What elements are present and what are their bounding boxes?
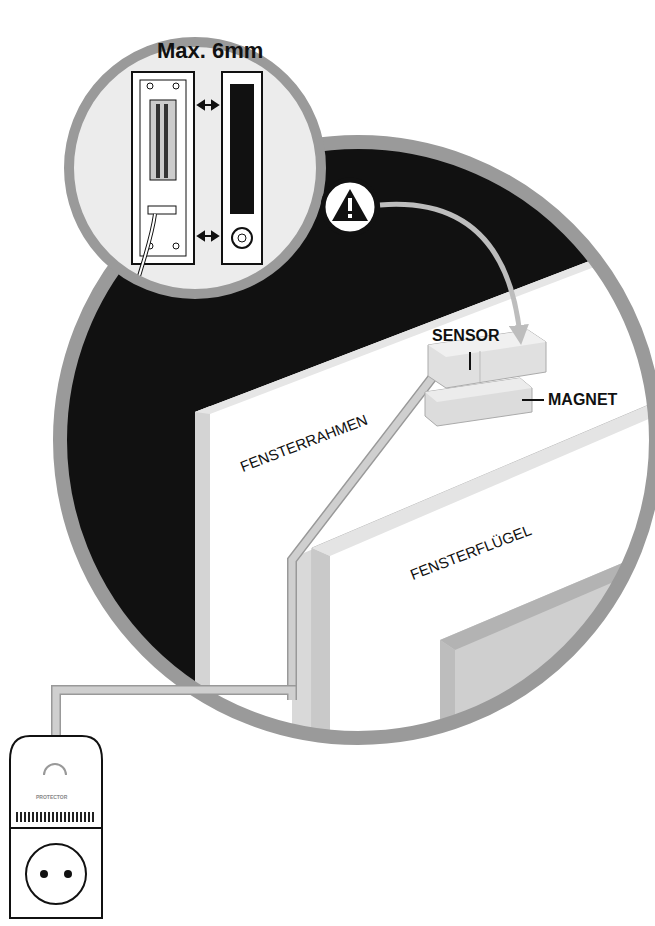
part-label: SENSOR	[432, 328, 500, 344]
dimension-label: Max. 6mm	[157, 40, 263, 62]
plug-adapter	[10, 736, 102, 918]
part-label: MAGNET	[548, 392, 617, 408]
brand-logo: PROTECTOR	[36, 795, 67, 800]
